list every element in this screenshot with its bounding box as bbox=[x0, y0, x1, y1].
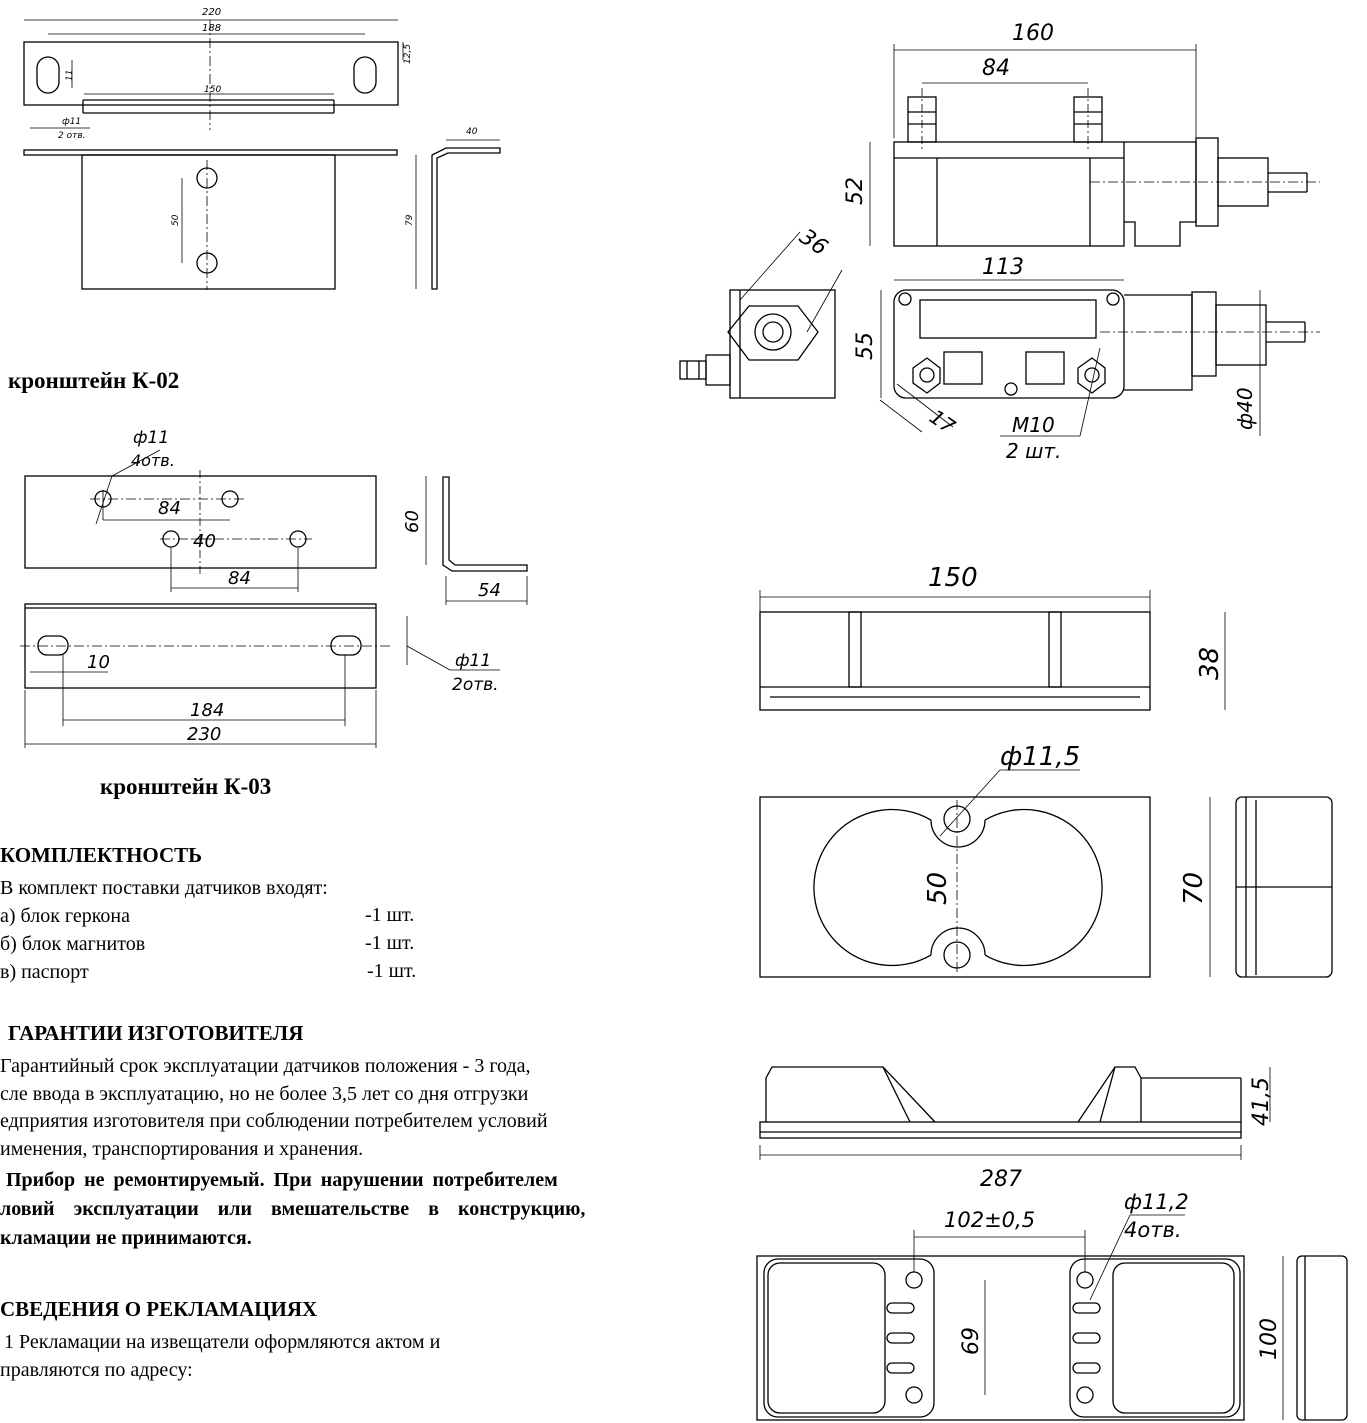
thread-m10: M10 bbox=[1012, 413, 1055, 437]
dim-84: 84 bbox=[158, 498, 181, 519]
bracket-k01-drawing bbox=[23, 19, 501, 290]
double-magnet-bracket-drawing bbox=[756, 1066, 1348, 1421]
dim-11: 11 bbox=[65, 70, 75, 81]
list-item-label: в) паспорт bbox=[0, 961, 89, 983]
claims-line: 1 Рекламации на извещатели оформляются а… bbox=[4, 1331, 441, 1353]
dim-38: 38 bbox=[1195, 647, 1225, 680]
caption-k02: кронштейн К-02 bbox=[8, 368, 180, 393]
dim-phi11-5: ф11,5 bbox=[1000, 742, 1080, 772]
completeness-heading: КОМПЛЕКТНОСТЬ bbox=[0, 843, 203, 867]
dim-2-holes: 2 отв. bbox=[58, 131, 86, 141]
dim-100: 100 bbox=[1257, 1318, 1282, 1360]
dim-54: 54 bbox=[478, 580, 501, 601]
dim-160: 160 bbox=[1012, 21, 1054, 46]
dim-150: 150 bbox=[204, 85, 221, 95]
warranty-line: именения, транспортирования и хранения. bbox=[0, 1138, 364, 1160]
dim-40: 40 bbox=[193, 531, 216, 552]
list-item-qty: -1 шт. bbox=[367, 960, 417, 982]
dim-52: 52 bbox=[843, 177, 868, 205]
magnet-block-drawing bbox=[759, 590, 1333, 978]
dim-55: 55 bbox=[853, 332, 878, 360]
dim-287: 287 bbox=[980, 1167, 1022, 1192]
dim-4-holes: 4отв. bbox=[131, 451, 175, 470]
dim-50: 50 bbox=[923, 872, 953, 905]
warranty-bold-line: Прибор не ремонтируемый. При нарушении п… bbox=[6, 1169, 558, 1191]
dim-84: 84 bbox=[228, 568, 251, 589]
dim-phi11: ф11 bbox=[133, 428, 169, 448]
list-item-label: а) блок геркона bbox=[0, 905, 131, 927]
reed-sensor-drawing bbox=[679, 44, 1320, 437]
dim-2-holes: 2отв. bbox=[452, 675, 499, 695]
bracket-k02-drawing bbox=[20, 449, 528, 748]
dim-phi11: ф11 bbox=[455, 651, 491, 671]
warranty-bold-line: кламации не принимаются. bbox=[0, 1227, 252, 1249]
warranty-line: едприятия изготовителя при соблюдении по… bbox=[0, 1110, 548, 1132]
dim-41-5: 41,5 bbox=[1249, 1077, 1274, 1126]
dim-phi11-2: ф11,2 bbox=[1124, 1190, 1189, 1214]
dim-50: 50 bbox=[171, 214, 181, 226]
dim-69: 69 bbox=[959, 1327, 984, 1355]
dim-188: 188 bbox=[202, 23, 221, 34]
dim-40: 40 bbox=[466, 127, 478, 137]
dim-113: 113 bbox=[982, 255, 1024, 280]
dim-36: 36 bbox=[795, 224, 832, 261]
list-item-qty: -1 шт. bbox=[365, 904, 415, 926]
warranty-line: сле ввода в эксплуатацию, но не более 3,… bbox=[0, 1083, 529, 1105]
dim-60: 60 bbox=[402, 510, 423, 533]
dim-phi40: ф40 bbox=[1233, 387, 1257, 430]
list-item-label: б) блок магнитов bbox=[0, 933, 146, 955]
warranty-bold-line: ловий эксплуатации или вмешательстве в к… bbox=[0, 1198, 586, 1220]
dim-102: 102±0,5 bbox=[944, 1208, 1035, 1232]
dim-10: 10 bbox=[87, 652, 110, 673]
claims-line: правляются по адресу: bbox=[0, 1359, 193, 1381]
dim-220: 220 bbox=[202, 7, 221, 18]
completeness-intro: В комплект поставки датчиков входят: bbox=[0, 877, 328, 899]
dim-phi11: ф11 bbox=[62, 117, 81, 127]
dim-184: 184 bbox=[190, 700, 224, 721]
dim-12-5: 12,5 bbox=[403, 44, 413, 64]
warranty-heading: ГАРАНТИИ ИЗГОТОВИТЕЛЯ bbox=[8, 1021, 304, 1045]
dim-4-holes: 4отв. bbox=[1124, 1218, 1182, 1242]
dim-84: 84 bbox=[982, 56, 1010, 81]
dim-70: 70 bbox=[1179, 872, 1209, 905]
dim-230: 230 bbox=[187, 724, 221, 745]
list-item-qty: -1 шт. bbox=[365, 932, 415, 954]
warranty-line: Гарантийный срок эксплуатации датчиков п… bbox=[0, 1055, 531, 1077]
dim-79: 79 bbox=[405, 214, 415, 226]
claims-heading: СВЕДЕНИЯ О РЕКЛАМАЦИЯХ bbox=[0, 1297, 318, 1321]
caption-k03: кронштейн К-03 bbox=[100, 774, 272, 799]
dim-150: 150 bbox=[928, 563, 978, 593]
thread-qty: 2 шт. bbox=[1006, 439, 1061, 463]
